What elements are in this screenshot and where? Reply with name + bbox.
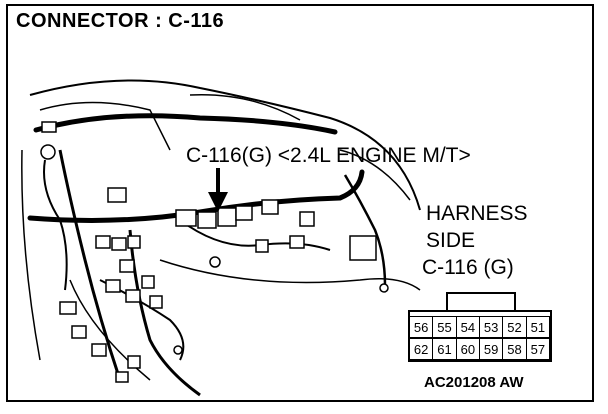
connector-block — [255, 239, 269, 253]
connector-block — [349, 235, 377, 261]
harness-label-line1: HARNESS — [426, 202, 528, 225]
dashboard-outline — [29, 79, 421, 211]
pin-cell: 61 — [432, 338, 457, 360]
main-harness-upper — [33, 113, 338, 135]
connector-block — [125, 289, 141, 303]
connector-block — [127, 235, 141, 249]
connector-block — [111, 237, 127, 251]
connector-block — [107, 187, 127, 203]
ground-terminal — [209, 256, 221, 268]
harness-branch-left — [43, 159, 68, 291]
connector-block — [175, 209, 197, 227]
figure-code: AC201208 AW — [424, 374, 524, 391]
connector-block — [95, 235, 111, 249]
connector-block — [71, 325, 87, 339]
connector-title: CONNECTOR : C-116 — [16, 10, 225, 32]
connector-block — [299, 211, 315, 227]
pin-cell: 57 — [525, 338, 550, 360]
harness-label-line2: SIDE — [426, 229, 476, 252]
connector-pin-grid: 56 55 54 53 52 51 62 61 60 59 58 57 — [409, 316, 550, 360]
harness-drop-left — [58, 149, 122, 381]
connector-block — [235, 205, 253, 221]
pin-cell: 55 — [432, 316, 457, 338]
pin-cell: 52 — [502, 316, 527, 338]
harness-branch-right — [343, 174, 387, 286]
pin-cell: 54 — [455, 316, 480, 338]
dashboard-panel-left — [39, 101, 171, 151]
pin-cell: 53 — [479, 316, 504, 338]
connector-block — [217, 207, 237, 227]
connector-block — [119, 259, 135, 273]
pin-cell: 62 — [409, 338, 434, 360]
connector-face-diagram: 56 55 54 53 52 51 62 61 60 59 58 57 — [408, 292, 552, 362]
connector-block — [59, 301, 77, 315]
harness-drop-center — [128, 229, 201, 397]
pin-cell: 59 — [479, 338, 504, 360]
connector-block — [115, 371, 129, 383]
connector-block — [197, 211, 217, 229]
pin-cell: 56 — [409, 316, 434, 338]
ground-terminal — [40, 144, 56, 160]
connector-block — [105, 279, 121, 293]
harness-label-line3: C-116 (G) — [422, 256, 514, 279]
ground-terminal — [173, 345, 183, 355]
connector-block — [261, 199, 279, 215]
main-harness-lower — [27, 169, 365, 223]
harness-branch-lower — [99, 279, 185, 361]
connector-callout-label: C-116(G) <2.4L ENGINE M/T> — [186, 144, 471, 167]
dashboard-lower-edge — [159, 259, 421, 291]
ground-terminal — [379, 283, 389, 293]
dashboard-panel-center — [189, 93, 301, 121]
dashboard-vent — [339, 149, 411, 201]
connector-block — [127, 355, 141, 369]
connector-block — [41, 121, 57, 133]
side-panel — [21, 149, 41, 361]
connector-block — [289, 235, 305, 249]
connector-block — [91, 343, 107, 357]
callout-arrow-head — [208, 192, 228, 212]
steering-column — [69, 279, 151, 381]
harness-side-label: HARNESS SIDE C-116 (G) — [422, 200, 576, 281]
connector-locking-tab — [446, 292, 516, 312]
pin-cell: 60 — [455, 338, 480, 360]
connector-block — [149, 295, 163, 309]
pin-cell: 58 — [502, 338, 527, 360]
connector-block — [141, 275, 155, 289]
pin-cell: 51 — [525, 316, 550, 338]
